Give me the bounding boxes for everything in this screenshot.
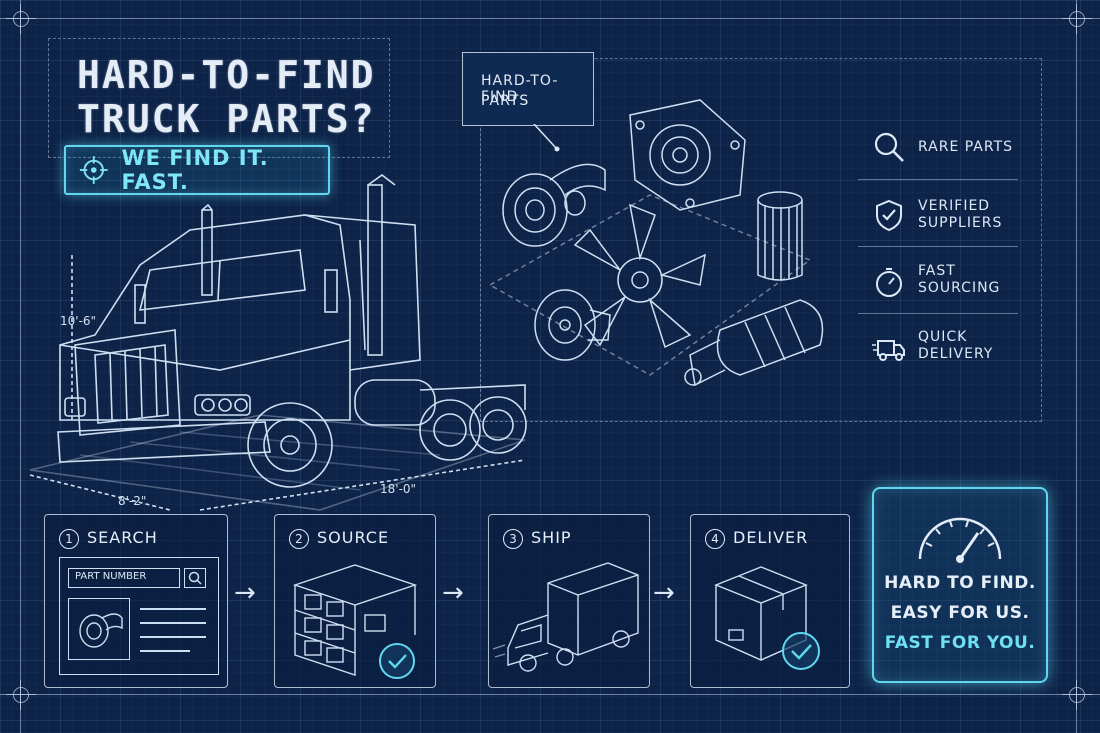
- frame-top-line: [0, 18, 1100, 19]
- pump-housing-icon: [629, 99, 746, 211]
- turbocharger-icon: [502, 163, 606, 247]
- result-text-line: [140, 650, 190, 652]
- step-card-deliver: 4 DELIVER: [690, 514, 850, 688]
- page-title-line-2: TRUCK PARTS?: [77, 97, 376, 141]
- title-frame: HARD-TO-FIND TRUCK PARTS?: [48, 38, 390, 158]
- step-title: SEARCH: [87, 528, 158, 547]
- callout-line-2: PARTS: [481, 93, 530, 109]
- feature-label: RARE PARTS: [918, 139, 1014, 155]
- feature-item-rare-parts: RARE PARTS: [858, 112, 1018, 178]
- delivery-truck-icon: [872, 340, 905, 361]
- frame-bottom-line: [0, 694, 1100, 695]
- feature-label: QUICK: [918, 329, 968, 345]
- result-text-line: [140, 636, 206, 638]
- step-arrow-icon: →: [653, 578, 675, 608]
- step-card-search: 1 SEARCH PART NUMBER: [44, 514, 228, 688]
- speedometer-icon: [918, 517, 1002, 563]
- package-box-icon: [714, 566, 820, 670]
- callout-leader: [533, 124, 560, 152]
- box-truck-icon: [493, 562, 639, 672]
- promo-line-1: HARD TO FIND.: [884, 573, 1036, 593]
- exploded-parts-illustration: [490, 99, 824, 387]
- corner-crosshair-icon: [1062, 680, 1092, 710]
- promo-panel: HARD TO FIND. EASY FOR US. FAST FOR YOU.: [872, 487, 1048, 683]
- stopwatch-icon: [876, 268, 902, 297]
- gear-pump-icon: [534, 289, 611, 361]
- feature-item-quick-delivery: QUICK DELIVERY: [858, 313, 1018, 380]
- feature-list: RARE PARTS VERIFIED SUPPLIERS FAST SOURC…: [858, 112, 1018, 378]
- length-dimension-label: 18'-0": [380, 482, 417, 496]
- feature-label: VERIFIED: [918, 198, 991, 214]
- feature-item-fast-sourcing: FAST SOURCING: [858, 246, 1018, 313]
- magnifier-icon: [874, 132, 904, 162]
- promo-line-2: EASY FOR US.: [890, 603, 1030, 623]
- crosshair-target-icon: [79, 156, 108, 184]
- search-window-mockup: PART NUMBER: [59, 557, 219, 675]
- part-number-input: PART NUMBER: [68, 568, 180, 588]
- step-title: DELIVER: [733, 528, 809, 547]
- search-icon: [184, 568, 206, 588]
- feature-label: SOURCING: [918, 280, 1001, 296]
- promo-line-3: FAST FOR YOU.: [884, 633, 1036, 653]
- step-title: SOURCE: [317, 528, 390, 547]
- part-number-placeholder: PART NUMBER: [75, 571, 147, 582]
- frame-right-line: [1076, 0, 1077, 733]
- truck-blueprint-illustration: [29, 174, 527, 511]
- fan-blade-icon: [573, 203, 706, 349]
- frame-left-line: [20, 0, 21, 733]
- corner-crosshair-icon: [1062, 4, 1092, 34]
- corner-crosshair-icon: [6, 4, 36, 34]
- tagline-text: WE FIND IT. FAST.: [121, 146, 269, 194]
- shield-check-icon: [876, 199, 902, 232]
- callout-line-1: HARD-TO-FIND: [481, 73, 559, 105]
- step-arrow-icon: →: [442, 578, 464, 608]
- page-title-line-1: HARD-TO-FIND: [77, 53, 376, 97]
- feature-label: SUPPLIERS: [918, 215, 1003, 231]
- corner-crosshair-icon: [6, 680, 36, 710]
- step-card-source: 2 SOURCE: [274, 514, 436, 688]
- feature-item-verified-suppliers: VERIFIED SUPPLIERS: [858, 179, 1018, 246]
- parts-callout: HARD-TO-FIND PARTS: [462, 52, 594, 126]
- step-title: SHIP: [531, 528, 572, 547]
- result-text-line: [140, 608, 206, 610]
- step-number: 4: [705, 529, 725, 549]
- feature-label: DELIVERY: [918, 346, 994, 362]
- parts-frame: [480, 58, 1042, 422]
- starter-motor-icon: [684, 299, 824, 387]
- width-dimension-label: 8'-2": [118, 494, 147, 508]
- step-number: 2: [289, 529, 309, 549]
- turbo-thumbnail-icon: [68, 598, 130, 660]
- feature-label: FAST: [918, 263, 956, 279]
- step-card-ship: 3 SHIP: [488, 514, 650, 688]
- result-text-line: [140, 622, 206, 624]
- step-arrow-icon: →: [234, 578, 256, 608]
- tagline-badge: WE FIND IT. FAST.: [64, 145, 330, 195]
- step-number: 1: [59, 529, 79, 549]
- height-dimension-label: 10'-6": [60, 314, 97, 328]
- step-number: 3: [503, 529, 523, 549]
- oil-filter-icon: [757, 191, 803, 281]
- warehouse-shelves-icon: [292, 564, 418, 679]
